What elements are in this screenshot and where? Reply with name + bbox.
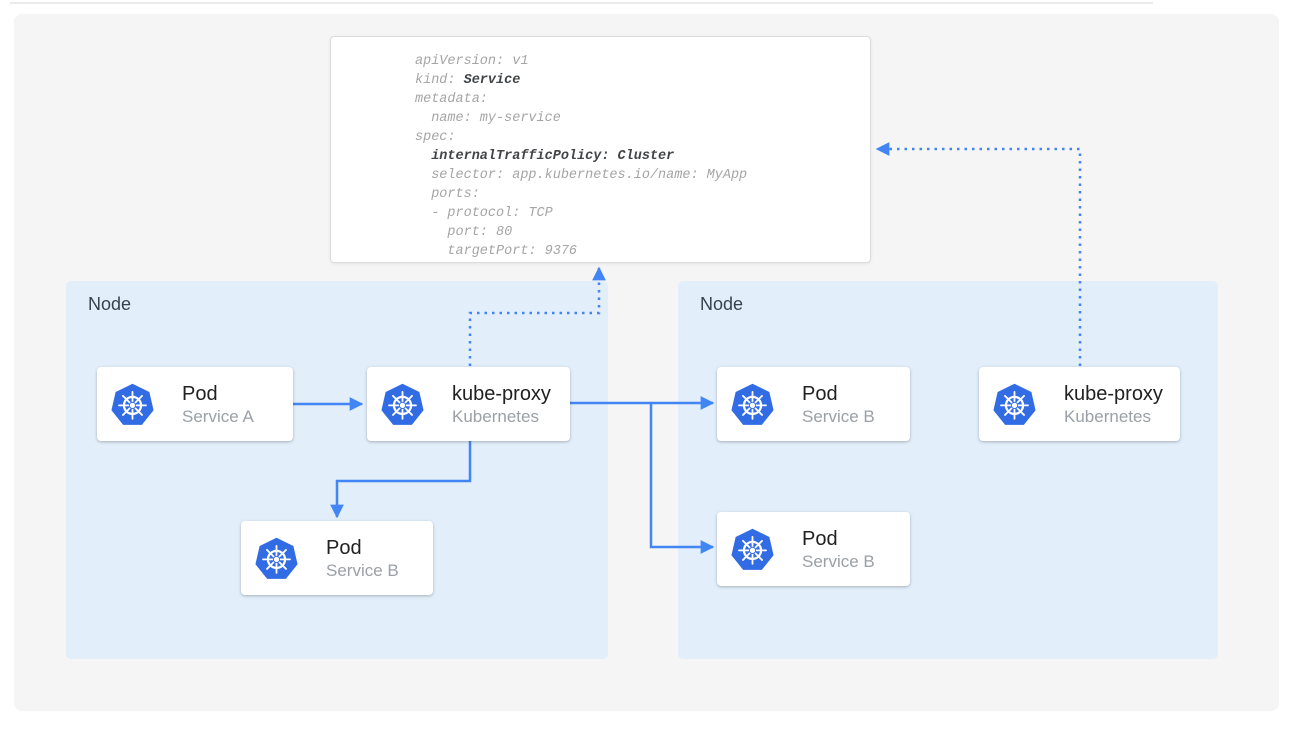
kubernetes-icon <box>993 383 1036 425</box>
kubernetes-icon <box>381 383 424 425</box>
yaml-line: port: 80 <box>415 225 513 240</box>
yaml-line: targetPort: 9376 <box>415 244 578 259</box>
yaml-line: spec: <box>415 130 456 145</box>
yaml-line: - protocol: TCP <box>415 206 553 221</box>
card-pod-service-b-right-bottom: Pod Service B <box>717 512 910 586</box>
yaml-line: internalTrafficPolicy: Cluster <box>431 149 675 164</box>
card-subtitle: Kubernetes <box>452 406 539 426</box>
kubernetes-icon <box>255 537 298 579</box>
card-title: Pod <box>182 382 218 405</box>
card-title: kube-proxy <box>1064 382 1163 405</box>
kubernetes-icon <box>731 383 774 425</box>
yaml-line: apiVersion: v1 <box>415 54 529 69</box>
node-label: Node <box>88 294 132 314</box>
yaml-manifest-card: apiVersion: v1 kind: Service metadata: n… <box>330 36 871 263</box>
node-box-left: Node <box>66 281 608 659</box>
yaml-line: name: my-service <box>415 111 561 126</box>
card-kube-proxy-left: kube-proxy Kubernetes <box>367 367 570 441</box>
yaml-line: metadata: <box>415 92 488 107</box>
node-label: Node <box>700 294 744 314</box>
card-subtitle: Kubernetes <box>1064 406 1151 426</box>
top-divider-line <box>10 2 1153 4</box>
node-box-right: Node <box>678 281 1218 659</box>
card-pod-service-a: Pod Service A <box>97 367 293 441</box>
card-pod-service-b-right-top: Pod Service B <box>717 367 910 441</box>
card-subtitle: Service B <box>802 551 875 571</box>
card-subtitle: Service B <box>326 560 399 580</box>
card-subtitle: Service B <box>802 406 875 426</box>
yaml-line: selector: app.kubernetes.io/name: MyApp <box>415 168 748 183</box>
card-subtitle: Service A <box>182 406 254 426</box>
card-title: Pod <box>802 382 838 405</box>
card-title: kube-proxy <box>452 382 551 405</box>
kubernetes-icon <box>731 528 774 570</box>
yaml-line: kind: Service <box>415 73 521 88</box>
card-kube-proxy-right: kube-proxy Kubernetes <box>979 367 1180 441</box>
card-pod-service-b-left: Pod Service B <box>241 521 433 595</box>
yaml-line: ports: <box>415 187 480 202</box>
card-title: Pod <box>326 536 362 559</box>
kubernetes-icon <box>111 383 154 425</box>
card-title: Pod <box>802 527 838 550</box>
